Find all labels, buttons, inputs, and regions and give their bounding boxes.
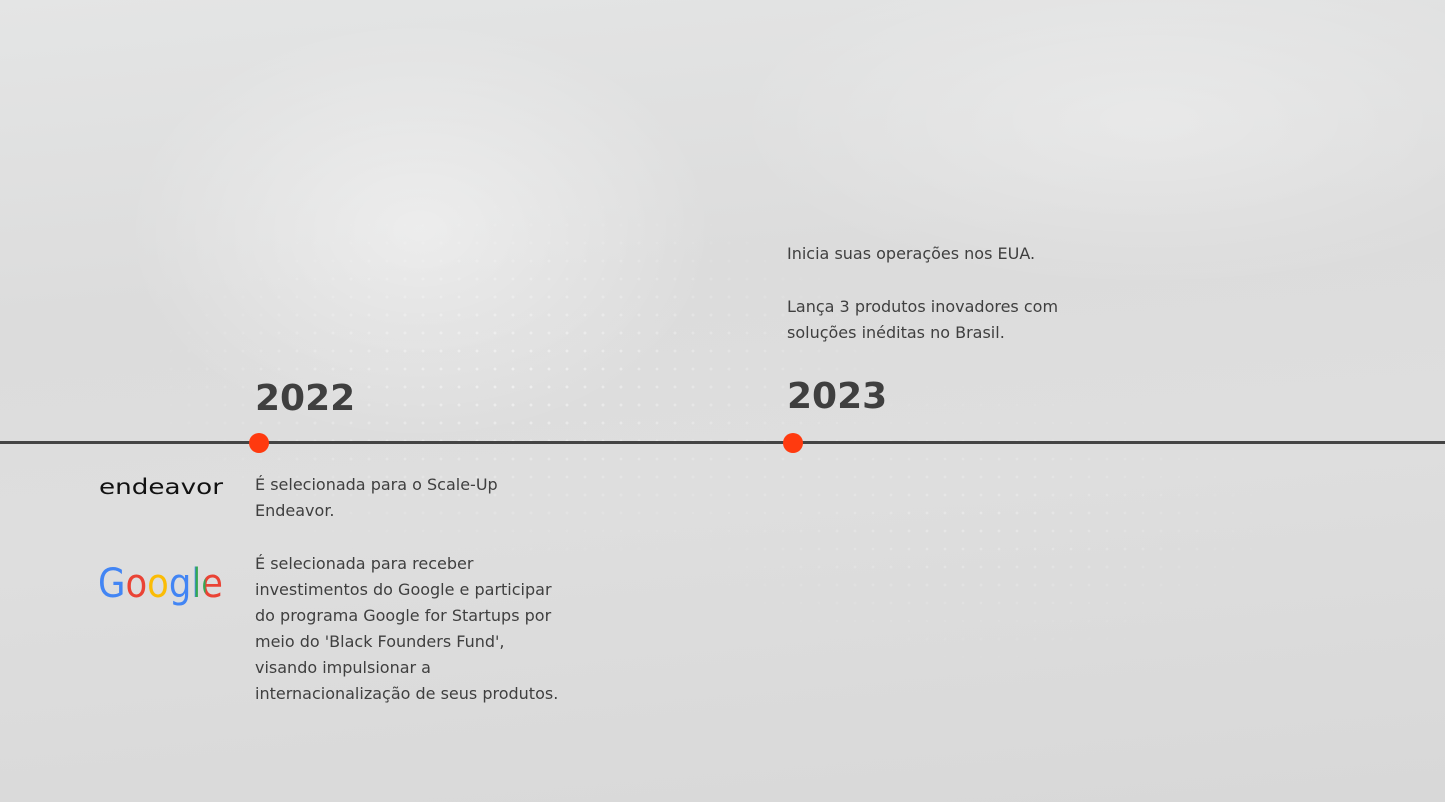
year-2022-heading: 2022: [255, 378, 356, 419]
timeline-marker-2023: [783, 433, 803, 453]
endeavor-logo-text: endeavor: [99, 475, 223, 499]
event-2022-google: É selecionada para receber investimentos…: [255, 554, 559, 703]
timeline-line: [0, 441, 1445, 444]
event-2022-endeavor: É selecionada para o Scale-Up Endeavor.: [255, 475, 498, 520]
event-2023-usa-operations: Inicia suas operações nos EUA.: [787, 244, 1036, 263]
google-logo: Google: [98, 561, 223, 606]
year-2023-heading: 2023: [787, 376, 888, 417]
endeavor-logo: endeavor: [99, 475, 223, 499]
timeline-marker-2022: [249, 433, 269, 453]
event-2023-products-launch: Lança 3 produtos inovadores com soluções…: [787, 297, 1059, 342]
google-logo-text: Google: [98, 561, 223, 606]
